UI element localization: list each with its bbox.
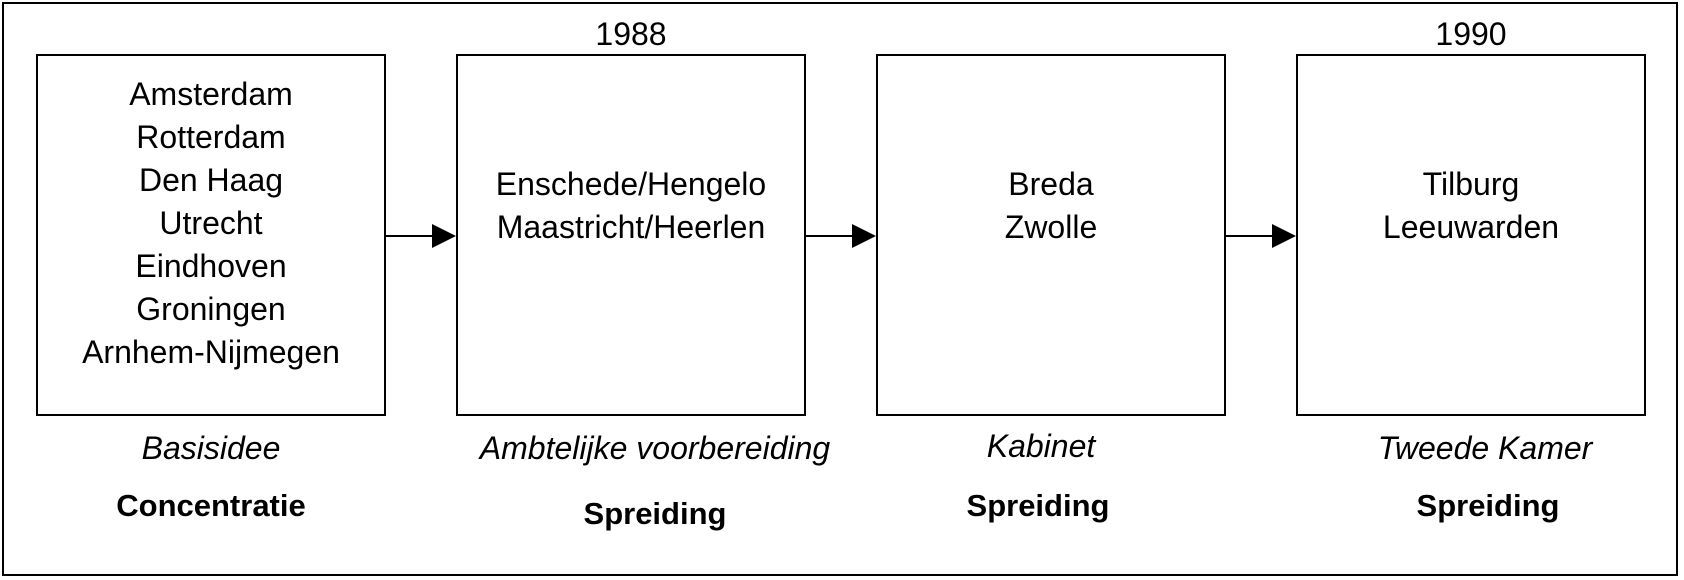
stage-policy-1: Concentratie <box>116 488 306 523</box>
city-name: Zwolle <box>1004 209 1098 245</box>
stage-role-2: Ambtelijke voorbereiding <box>479 430 831 466</box>
city-name: Breda <box>1008 166 1094 202</box>
city-name: Enschede/Hengelo <box>495 166 767 202</box>
city-name: Arnhem-Nijmegen <box>82 334 340 370</box>
stage-role-4: Tweede Kamer <box>1377 430 1593 466</box>
city-name: Eindhoven <box>135 248 287 284</box>
city-list-1: Amsterdam Rotterdam Den Haag Utrecht Ein… <box>82 73 340 374</box>
city-name: Rotterdam <box>136 119 286 155</box>
stage-policy-3: Spreiding <box>966 488 1110 523</box>
arrow-right-icon <box>806 224 876 248</box>
stage-year-2: 1988 <box>595 16 667 52</box>
city-list-3: Breda Zwolle <box>1005 163 1097 249</box>
city-name: Utrecht <box>159 205 263 241</box>
stage-box-4: Tilburg Leeuwarden <box>1296 54 1646 416</box>
city-name: Groningen <box>136 291 286 327</box>
city-name: Den Haag <box>138 162 284 198</box>
stage-year-4: 1990 <box>1435 16 1507 52</box>
stage-box-1: Amsterdam Rotterdam Den Haag Utrecht Ein… <box>36 54 386 416</box>
stage-box-2: Enschede/Hengelo Maastricht/Heerlen <box>456 54 806 416</box>
city-name: Tilburg <box>1422 166 1520 202</box>
city-list-2: Enschede/Hengelo Maastricht/Heerlen <box>496 163 766 249</box>
arrow-right-icon <box>1226 224 1296 248</box>
city-name: Amsterdam <box>129 76 293 112</box>
city-list-4: Tilburg Leeuwarden <box>1383 163 1559 249</box>
stage-policy-4: Spreiding <box>1416 488 1560 523</box>
city-name: Maastricht/Heerlen <box>496 209 766 245</box>
stage-box-3: Breda Zwolle <box>876 54 1226 416</box>
stage-policy-2: Spreiding <box>583 496 727 531</box>
stage-role-3: Kabinet <box>986 428 1096 464</box>
city-name: Leeuwarden <box>1382 209 1560 245</box>
stage-role-1: Basisidee <box>141 430 281 466</box>
arrow-right-icon <box>386 224 456 248</box>
